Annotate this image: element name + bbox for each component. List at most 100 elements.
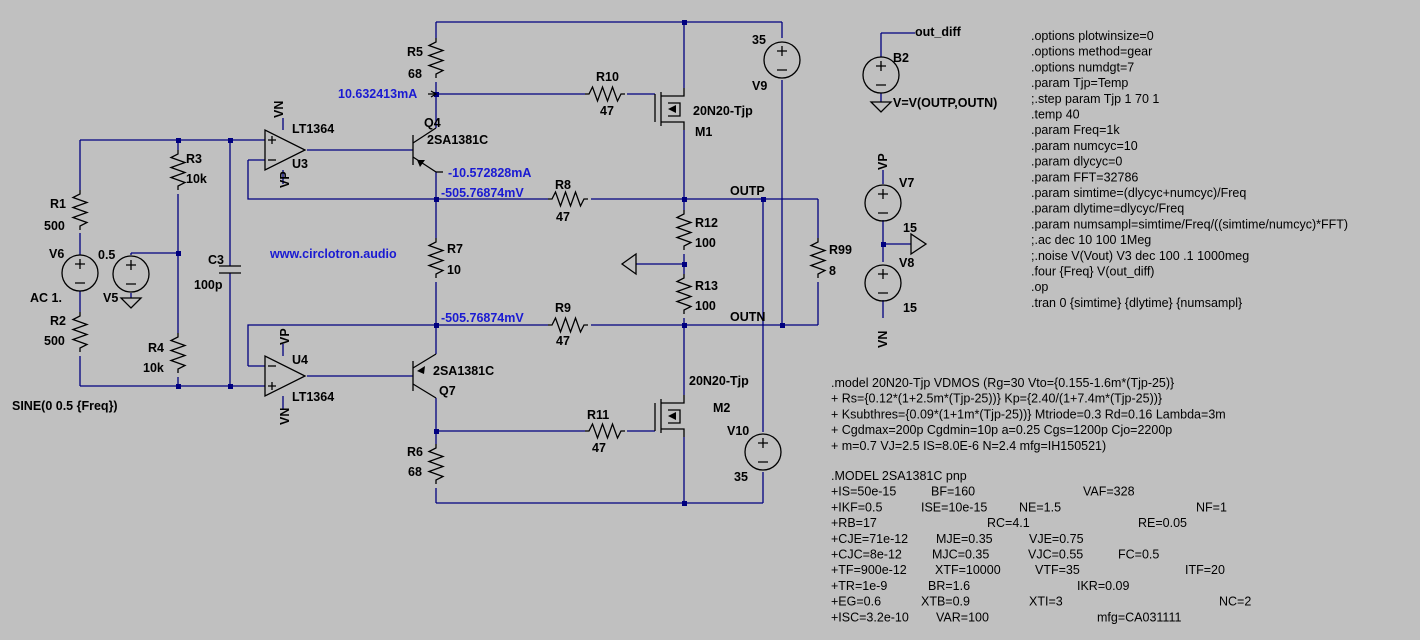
m2-model: 20N20-Tjp	[689, 374, 749, 388]
directive-line: .temp 40	[1031, 108, 1080, 122]
v9-name: V9	[752, 79, 767, 93]
resistor-R8[interactable]	[548, 190, 588, 208]
r12-value: 100	[695, 236, 716, 250]
v8-name: V8	[899, 256, 914, 270]
resistor-R99[interactable]	[809, 238, 827, 278]
r9-name: R9	[555, 301, 571, 315]
vdmos-model-line: .model 20N20-Tjp VDMOS (Rg=30 Vto={0.155…	[831, 376, 1174, 390]
probe-outp-voltage: -505.76874mV	[441, 186, 524, 200]
junctions	[176, 20, 886, 506]
bjt-model-param: VTF=35	[1035, 563, 1080, 577]
voltage-source-V5[interactable]	[112, 255, 150, 293]
net-vn-u3: VP	[278, 171, 292, 188]
ground-icon-r12-r13	[620, 252, 637, 276]
op-probes: 10.632413mA -10.572828mA -505.76874mV -5…	[269, 87, 531, 325]
bjt-model-param: MJC=0.35	[932, 548, 989, 562]
resistor-R9[interactable]	[548, 316, 588, 334]
r10-name: R10	[596, 70, 619, 84]
mosfet-M2[interactable]	[654, 395, 685, 437]
v5-value: 0.5	[98, 248, 115, 262]
directive-line: ;.noise V(Vout) V3 dec 100 .1 1000meg	[1031, 249, 1249, 263]
capacitor-C3[interactable]	[219, 265, 241, 274]
bjt-model-param: XTI=3	[1029, 595, 1063, 609]
directive-line: .param Freq=1k	[1031, 123, 1120, 137]
r7-value: 10	[447, 263, 461, 277]
directive-line: .param Tjp=Temp	[1031, 76, 1128, 90]
opamp-U4[interactable]	[264, 354, 307, 398]
bjt-model-param: +EG=0.6	[831, 595, 881, 609]
resistor-R3[interactable]	[169, 150, 187, 190]
ground-icon-v5	[119, 297, 143, 309]
bjt-model-param: BR=1.6	[928, 579, 970, 593]
directive-line: .param dlytime=dlycyc/Freq	[1031, 202, 1184, 216]
bjt-model-param: +RB=17	[831, 516, 877, 530]
resistor-R7[interactable]	[427, 238, 445, 278]
r99-value: 8	[829, 264, 836, 278]
vdmos-model-line: + Rs={0.12*(1+2.5m*(Tjp-25))} Kp={2.40/(…	[831, 392, 1162, 406]
r9-value: 47	[556, 334, 570, 348]
u4-model: LT1364	[292, 390, 334, 404]
r4-name: R4	[148, 341, 164, 355]
net-vp-v7: VP	[876, 153, 890, 170]
net-out-diff: out_diff	[915, 25, 962, 39]
r5-value: 68	[408, 67, 422, 81]
vdmos-model-line: + Ksubthres={0.09*(1+1m*(Tjp-25))} Mtrio…	[831, 407, 1226, 421]
r6-name: R6	[407, 445, 423, 459]
spice-directives: .options plotwinsize=0.options method=ge…	[1031, 29, 1348, 310]
bjt-model-param: BF=160	[931, 485, 975, 499]
bjt-Q7[interactable]	[412, 353, 437, 399]
net-vn-u4: VN	[278, 408, 292, 425]
bjt-model-param: .MODEL 2SA1381C pnp	[831, 469, 967, 483]
q7-model: 2SA1381C	[433, 364, 494, 378]
opamp-U3[interactable]	[264, 128, 307, 172]
website-link: www.circlotron.audio	[269, 247, 397, 261]
v6-name: V6	[49, 247, 64, 261]
directive-line: .param simtime=(dlycyc+numcyc)/Freq	[1031, 186, 1246, 200]
r2-name: R2	[50, 314, 66, 328]
m1-name: M1	[695, 125, 712, 139]
directive-line: .tran 0 {simtime} {dlytime} {numsampl}	[1031, 296, 1242, 310]
behavioral-source-B2[interactable]	[862, 56, 900, 94]
resistor-R4[interactable]	[169, 333, 187, 373]
probe-outn-voltage: -505.76874mV	[441, 311, 524, 325]
bjt-model-param: VAR=100	[936, 610, 989, 624]
bjt-Q4[interactable]	[412, 127, 437, 173]
u3-model: LT1364	[292, 122, 334, 136]
resistor-R13[interactable]	[675, 274, 693, 314]
v7-value: 15	[903, 221, 917, 235]
bjt-model-param: NF=1	[1196, 500, 1227, 514]
resistor-R12[interactable]	[675, 210, 693, 250]
bjt-model-param: +ISC=3.2e-10	[831, 610, 909, 624]
resistor-R11[interactable]	[585, 422, 625, 440]
net-outn: OUTN	[730, 310, 765, 324]
resistor-R10[interactable]	[585, 85, 625, 103]
voltage-source-V10[interactable]	[744, 433, 782, 471]
voltage-source-V8[interactable]	[864, 264, 902, 302]
r8-name: R8	[555, 178, 571, 192]
r3-name: R3	[186, 152, 202, 166]
bjt-model-param: +CJC=8e-12	[831, 548, 902, 562]
probe-q4-emitter-current: -10.572828mA	[448, 166, 531, 180]
bjt-model-param: mfg=CA031111	[1097, 610, 1181, 624]
resistor-R5[interactable]	[427, 38, 445, 78]
bjt-model-param: ISE=10e-15	[921, 500, 987, 514]
directive-line: .param FFT=32786	[1031, 170, 1138, 184]
v6-sine: SINE(0 0.5 {Freq})	[12, 399, 118, 413]
net-vp-u3: VN	[272, 101, 286, 118]
resistor-R1[interactable]	[71, 190, 89, 230]
directive-line: .op	[1031, 280, 1048, 294]
voltage-source-V9[interactable]	[763, 41, 801, 79]
mosfet-M1[interactable]	[654, 88, 685, 130]
c3-value: 100p	[194, 278, 223, 292]
voltage-source-V6[interactable]	[61, 254, 99, 292]
r4-value: 10k	[143, 361, 164, 375]
b2-expr: V=V(OUTP,OUTN)	[893, 96, 997, 110]
bjt-model-param: NC=2	[1219, 595, 1251, 609]
m1-model: 20N20-Tjp	[693, 104, 753, 118]
resistor-R2[interactable]	[71, 312, 89, 352]
resistor-R6[interactable]	[427, 444, 445, 484]
bjt-model-param: XTF=10000	[935, 563, 1001, 577]
voltage-source-V7[interactable]	[864, 184, 902, 222]
